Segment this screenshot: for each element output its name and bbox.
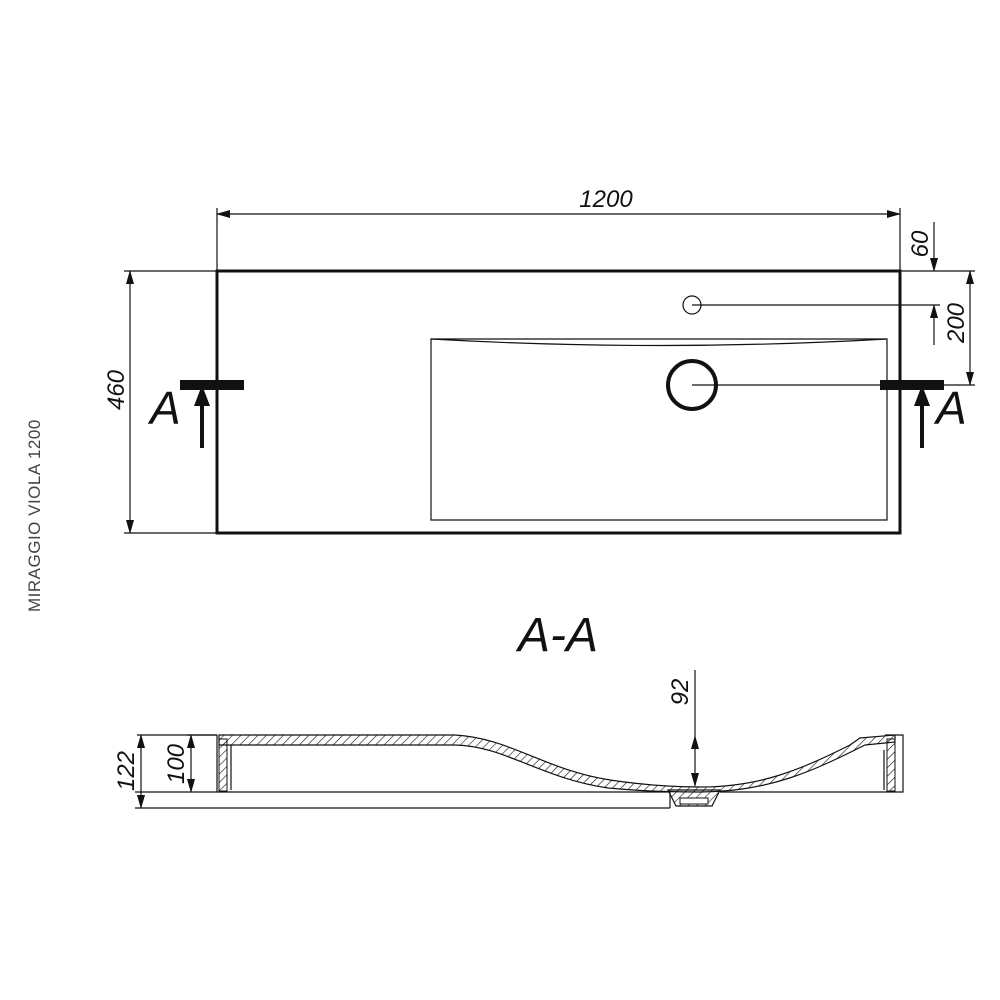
section-marker-right: A	[880, 380, 967, 448]
basin-rim-curve	[430, 338, 888, 347]
dim-basin-depth: 92	[667, 670, 699, 787]
dim-122-label: 122	[113, 751, 140, 791]
section-marker-left: A	[147, 380, 244, 448]
section-title: A-A	[515, 609, 598, 662]
dim-60-label: 60	[907, 230, 934, 257]
dim-92-label: 92	[667, 679, 694, 706]
dim-total-height: 122	[113, 734, 145, 809]
section-marker-left-label: A	[147, 382, 181, 434]
plan-view	[215, 269, 975, 535]
dim-100-label: 100	[163, 743, 190, 784]
plan-outline	[215, 269, 902, 535]
dim-1200-label: 1200	[579, 186, 633, 213]
dim-200-label: 200	[943, 302, 970, 344]
dim-tap-offset: 60	[900, 222, 975, 345]
dim-overall-depth: 460	[103, 270, 217, 534]
dim-drain-offset: 200	[943, 270, 974, 386]
dim-460-label: 460	[103, 369, 130, 410]
section-view	[135, 734, 904, 809]
model-label: MIRAGGIO VIOLA 1200	[25, 419, 44, 612]
basin-bowl	[430, 338, 888, 521]
dim-overall-width: 1200	[216, 186, 901, 271]
section-marker-right-label: A	[933, 382, 967, 434]
dim-rim-height: 100	[163, 734, 195, 793]
